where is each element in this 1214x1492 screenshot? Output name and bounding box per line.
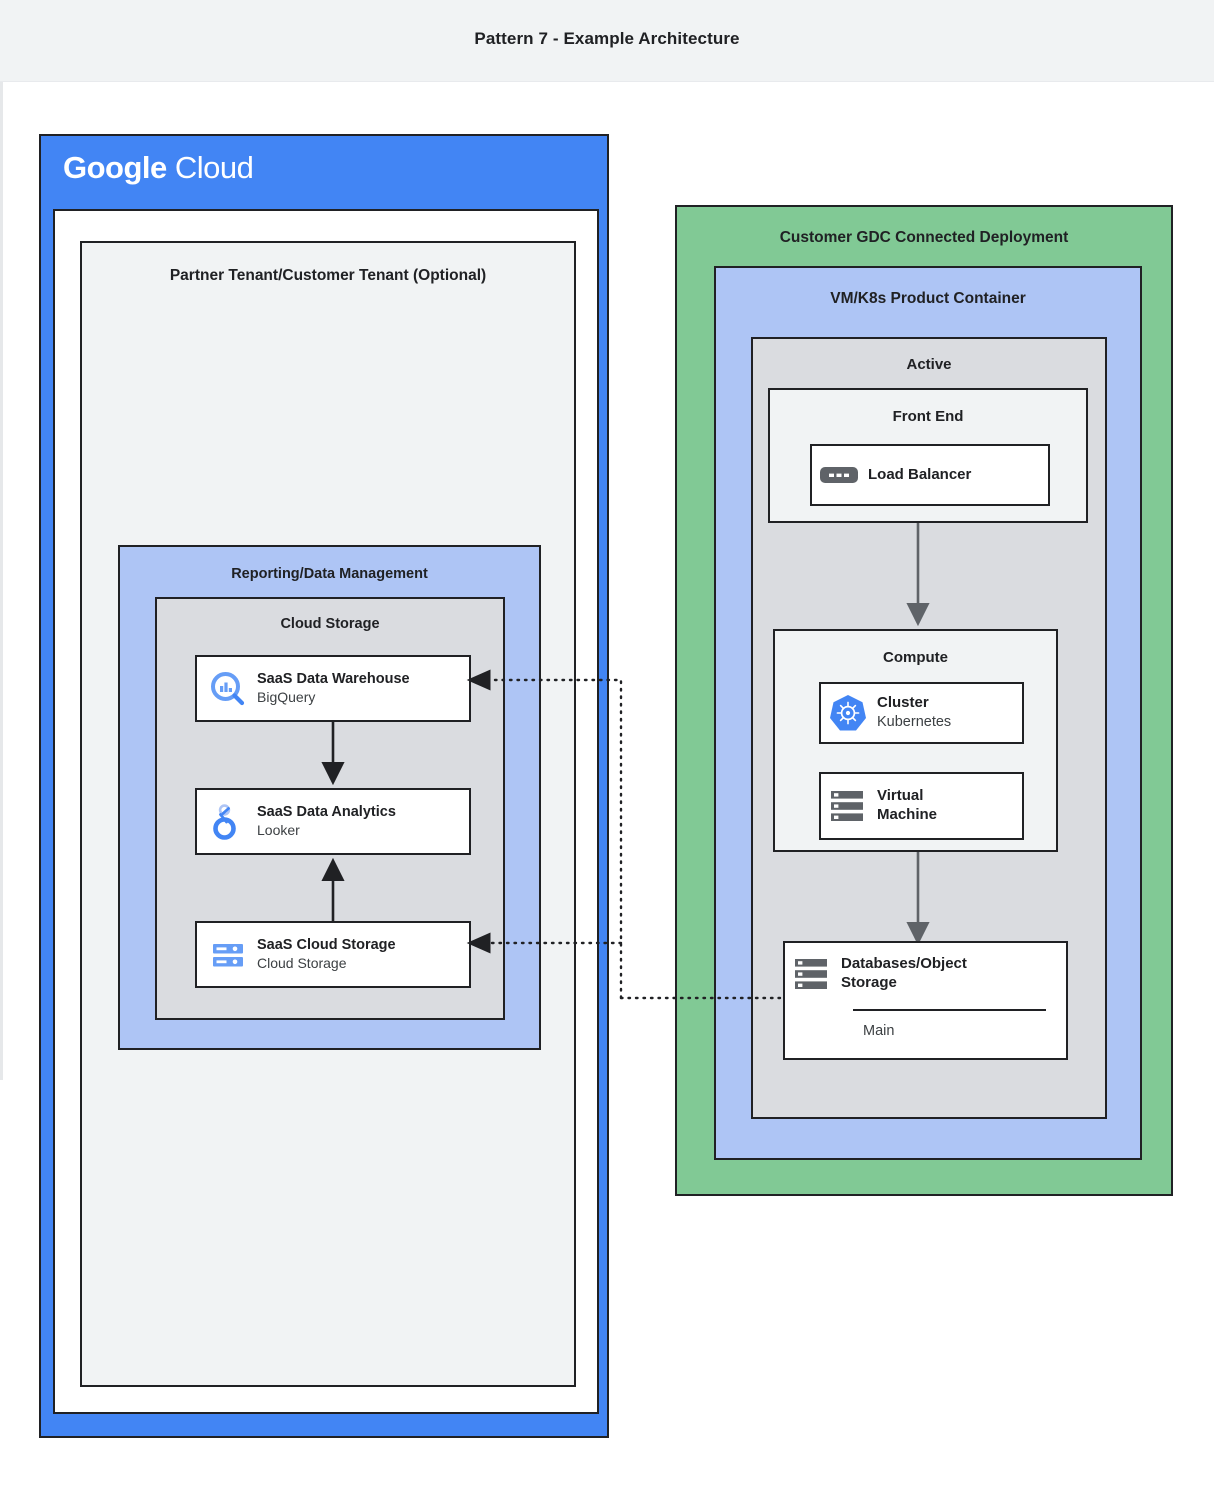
active-internal-arrows (906, 523, 930, 946)
google-cloud-logo: Google Cloud (63, 150, 254, 186)
reporting-data-management-title: Reporting/Data Management (231, 566, 428, 582)
card-subtitle: Main (863, 1023, 895, 1039)
service-card-text: SaaS Data Analytics Looker (257, 803, 396, 841)
card-databases-header: Databases/Object Storage (785, 943, 1066, 1005)
database-storage-icon (785, 956, 839, 992)
card-load-balancer[interactable]: Load Balancer (810, 444, 1050, 506)
card-divider (853, 1009, 1046, 1011)
kubernetes-icon (821, 693, 875, 733)
service-card-saas-data-analytics[interactable]: SaaS Data Analytics Looker (195, 788, 471, 855)
card-name: Virtual Machine (877, 787, 938, 823)
google-cloud-logo-cloud: Cloud (174, 150, 254, 185)
page-title: Pattern 7 - Example Architecture (474, 29, 740, 48)
service-card-text: SaaS Cloud Storage Cloud Storage (257, 936, 396, 974)
cloud-storage-group-title: Cloud Storage (280, 616, 380, 632)
service-subtitle: Cloud Storage (257, 955, 347, 972)
card-subtitle: Kubernetes (877, 713, 952, 730)
left-edge-strip (0, 82, 3, 1080)
google-cloud-panel: Google Cloud Partner Tenant/Customer Ten… (39, 134, 609, 1438)
looker-icon (205, 802, 251, 842)
reporting-data-management-box: Reporting/Data Management Cloud Storage (118, 545, 541, 1050)
customer-gdc-title: Customer GDC Connected Deployment (779, 229, 1069, 246)
card-text: Load Balancer (868, 466, 971, 485)
card-text: Cluster Kubernetes (877, 694, 951, 732)
service-name: SaaS Data Warehouse (257, 670, 410, 687)
card-text: Virtual Machine (877, 787, 937, 825)
service-name: SaaS Data Analytics (257, 803, 396, 820)
left-internal-arrows (321, 722, 345, 921)
service-subtitle: Looker (257, 822, 300, 839)
front-end-title: Front End (892, 408, 964, 425)
bigquery-icon (205, 670, 251, 708)
card-name: Cluster (877, 694, 929, 712)
service-card-saas-data-warehouse[interactable]: SaaS Data Warehouse BigQuery (195, 655, 471, 722)
partner-tenant-box: Partner Tenant/Customer Tenant (Optional… (80, 241, 576, 1387)
service-subtitle: BigQuery (257, 689, 316, 706)
card-virtual-machine[interactable]: Virtual Machine (819, 772, 1024, 840)
cloud-storage-icon (205, 939, 251, 971)
compute-title: Compute (883, 649, 948, 666)
virtual-machine-icon (821, 788, 875, 824)
google-cloud-inner-region: Partner Tenant/Customer Tenant (Optional… (53, 209, 599, 1414)
load-balancer-icon (812, 464, 866, 486)
partner-tenant-title: Partner Tenant/Customer Tenant (Optional… (169, 267, 487, 284)
active-title: Active (906, 356, 952, 373)
card-databases-object-storage[interactable]: Databases/Object Storage Main (783, 941, 1068, 1060)
vm-k8s-product-container-title: VM/K8s Product Container (830, 290, 1026, 307)
service-name: SaaS Cloud Storage (257, 936, 396, 953)
card-text: Databases/Object Storage (841, 955, 1011, 993)
card-name: Load Balancer (868, 465, 972, 483)
service-card-saas-cloud-storage[interactable]: SaaS Cloud Storage Cloud Storage (195, 921, 471, 988)
service-card-text: SaaS Data Warehouse BigQuery (257, 670, 410, 708)
card-cluster[interactable]: Cluster Kubernetes (819, 682, 1024, 744)
front-end-box: Front End Load Balancer (768, 388, 1088, 523)
header-band (0, 0, 1214, 82)
cloud-storage-group-box: Cloud Storage (155, 597, 505, 1020)
google-cloud-logo-google: Google (63, 150, 167, 185)
compute-box: Compute (773, 629, 1058, 852)
card-name: Databases/Object Storage (841, 955, 967, 991)
dotted-database-to-bigquery (466, 669, 623, 1000)
